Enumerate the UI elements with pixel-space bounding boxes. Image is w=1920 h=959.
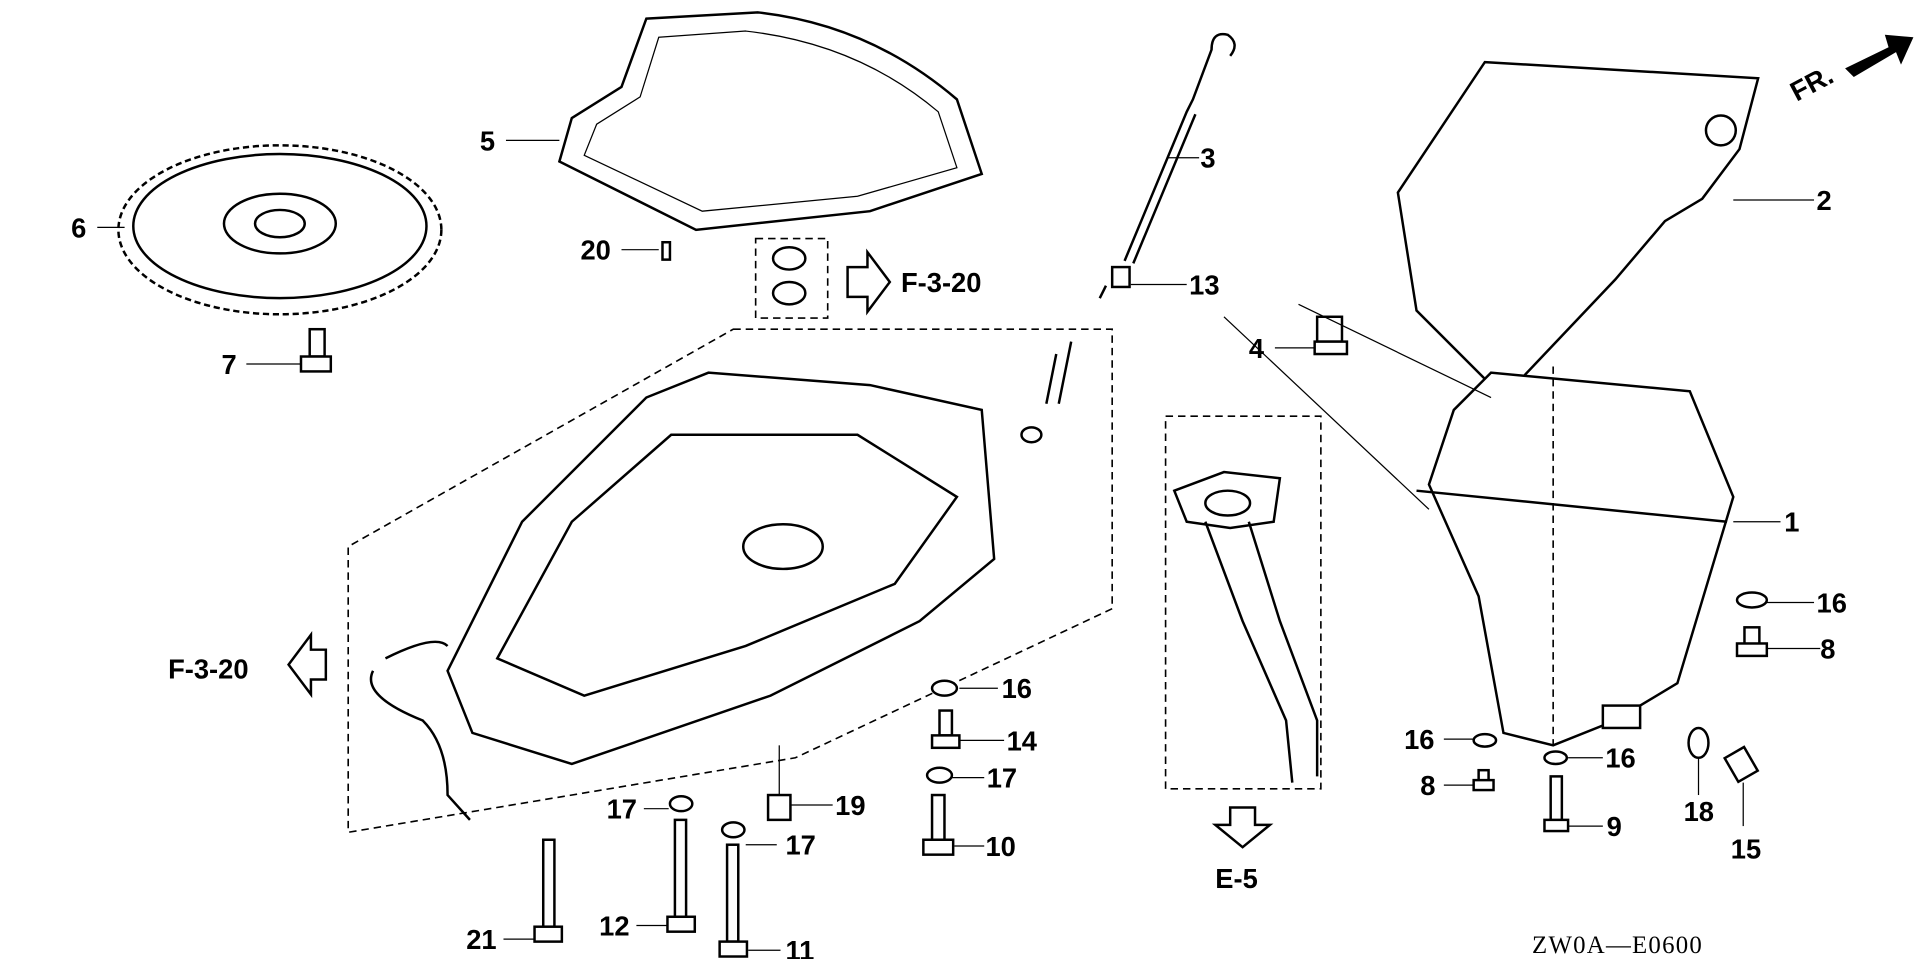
callout-17[interactable]: 17 <box>987 763 1017 794</box>
part-gasket-5[interactable] <box>557 11 984 232</box>
callout-19[interactable]: 19 <box>835 790 865 821</box>
callout-16[interactable]: 16 <box>1605 743 1635 774</box>
ref-f-3-20-top[interactable]: F-3-20 <box>901 267 981 298</box>
part-gasket-2[interactable] <box>1396 60 1760 400</box>
part-pin-20[interactable] <box>661 240 672 261</box>
callout-17[interactable]: 17 <box>785 830 815 861</box>
diagram-code: ZW0A—E0600 <box>1532 932 1703 959</box>
oil-pipe-box <box>1164 415 1322 790</box>
callout-17[interactable]: 17 <box>607 794 637 825</box>
callout-18[interactable]: 18 <box>1684 796 1714 827</box>
seal-group-box <box>754 237 829 319</box>
callout-7[interactable]: 7 <box>221 349 236 380</box>
part-plug-4[interactable] <box>1313 315 1349 356</box>
arrow-left-icon <box>287 631 328 699</box>
housing-group-box <box>347 328 1113 834</box>
part-dipstick-3[interactable] <box>1123 32 1236 262</box>
callout-2[interactable]: 2 <box>1817 185 1832 216</box>
part-bolt-13[interactable] <box>1098 265 1131 299</box>
callout-9[interactable]: 9 <box>1607 811 1622 842</box>
part-oil-pan-1[interactable] <box>1416 366 1735 747</box>
callout-16[interactable]: 16 <box>1817 587 1847 618</box>
small-fasteners[interactable] <box>533 591 1769 958</box>
callout-11[interactable]: 11 <box>785 935 814 959</box>
callout-12[interactable]: 12 <box>599 910 629 941</box>
arrow-down-icon <box>1211 806 1274 849</box>
svg-text:FR.: FR. <box>1785 59 1838 107</box>
callout-6[interactable]: 6 <box>71 212 86 243</box>
callout-20[interactable]: 20 <box>580 235 610 266</box>
callout-8[interactable]: 8 <box>1420 770 1435 801</box>
part-flywheel-gear[interactable] <box>117 144 443 316</box>
callout-1[interactable]: 1 <box>1784 507 1799 538</box>
callout-10[interactable]: 10 <box>985 831 1015 862</box>
callout-8[interactable]: 8 <box>1820 633 1835 664</box>
ref-e-5[interactable]: E-5 <box>1215 863 1258 894</box>
callout-15[interactable]: 15 <box>1731 833 1761 864</box>
callout-13[interactable]: 13 <box>1189 269 1219 300</box>
callout-5[interactable]: 5 <box>480 125 495 156</box>
arrow-right-icon <box>846 248 892 316</box>
callout-16[interactable]: 16 <box>1404 724 1434 755</box>
part-bolt-7[interactable] <box>299 327 333 373</box>
callout-4[interactable]: 4 <box>1249 333 1265 364</box>
leader-lines <box>97 139 1821 951</box>
part-case-housing[interactable] <box>369 371 996 821</box>
part-oil-pipe[interactable] <box>1172 470 1319 783</box>
callout-14[interactable]: 14 <box>1007 725 1038 756</box>
callout-3[interactable]: 3 <box>1200 143 1215 174</box>
part-fitting[interactable] <box>1045 341 1073 404</box>
ref-f-3-20-left[interactable]: F-3-20 <box>168 653 248 684</box>
front-direction-indicator: FR. <box>1785 34 1914 107</box>
front-arrow-icon <box>1845 34 1914 78</box>
callout-21[interactable]: 21 <box>466 924 496 955</box>
callout-16[interactable]: 16 <box>1002 673 1032 704</box>
